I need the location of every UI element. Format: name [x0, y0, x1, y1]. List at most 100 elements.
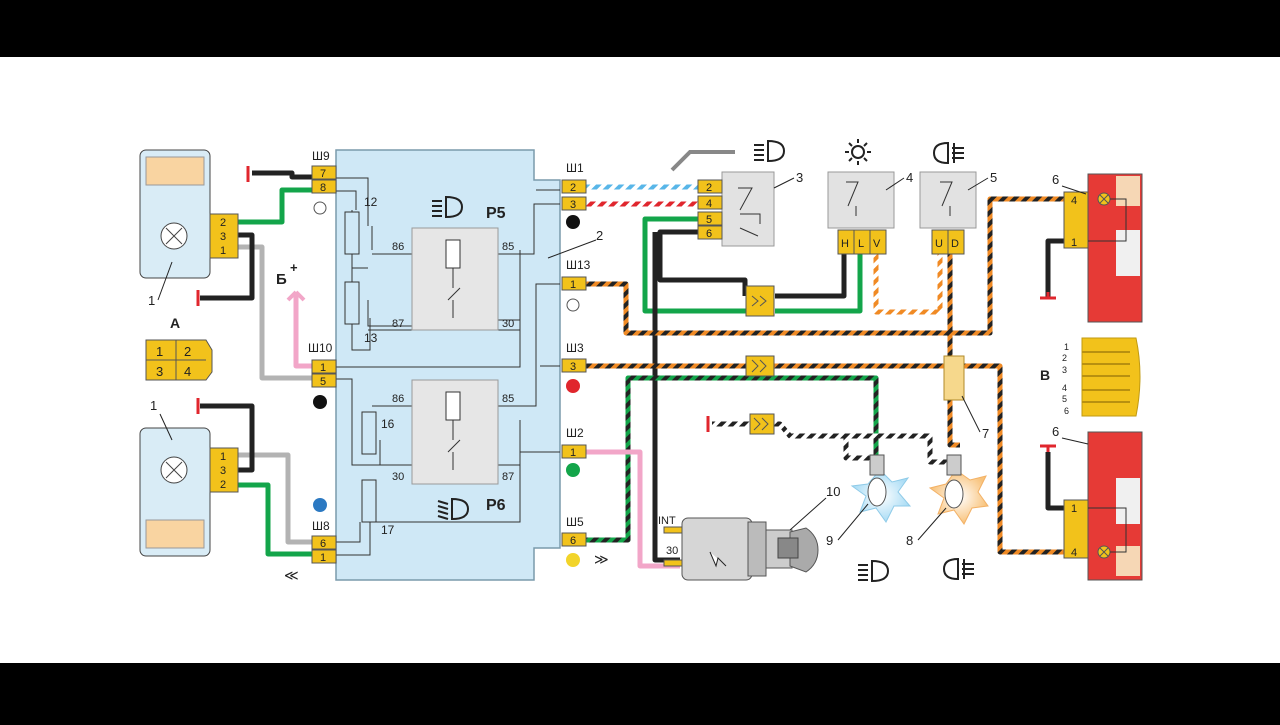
wire-black-tl-bottom [1045, 452, 1064, 511]
bulb-8: 8 [906, 454, 989, 581]
cursor-pointer [709, 551, 727, 568]
callout-5: 5 [990, 170, 997, 185]
headlight-top: 2 3 1 1 [139, 149, 239, 308]
wire-black-to-sw4 [775, 254, 847, 299]
block-sh9-label: Ш9 [312, 149, 330, 163]
wire-green-top [238, 187, 312, 225]
pin-label: 1 [320, 552, 326, 564]
callout-9: 9 [826, 533, 833, 548]
fuse-16-label: 16 [381, 417, 395, 431]
block-sh5-label: Ш5 [566, 515, 584, 529]
wire-white-black-2 [846, 433, 954, 465]
connector-v-label: В [1040, 367, 1050, 383]
block-sh3-label: Ш3 [566, 341, 584, 355]
switch-stalk [670, 150, 735, 172]
pin-label: H [841, 238, 849, 250]
relay-p5: 86 85 87 30 P5 [392, 195, 514, 331]
bulb-9: 9 [826, 454, 912, 583]
low-beam-icon [432, 195, 464, 219]
pin-label: 3 [220, 231, 226, 243]
pin-label: 2 [220, 217, 226, 229]
connector-v-pin: 2 [1062, 353, 1067, 363]
wire-black-ground-bottom [200, 403, 255, 473]
pin-label: 2 [706, 182, 712, 194]
connector-a-pin: 4 [184, 364, 191, 379]
wire-green-to-sw4 [775, 254, 863, 314]
pin-label: 5 [320, 376, 326, 388]
wire-orange-black-top [586, 196, 1064, 336]
pin-label: 1 [320, 362, 326, 374]
wire-black-tl-top [1045, 238, 1064, 298]
color-dot-yellow [566, 553, 580, 567]
pin-label: 1 [1071, 237, 1077, 249]
connector-a-label: А [170, 315, 180, 331]
pin-label: 3 [570, 199, 576, 211]
pin-label: 7 [320, 168, 326, 180]
callout-6-bottom: 6 [1052, 424, 1059, 439]
ground-icon [196, 166, 1056, 452]
low-beam-icon [437, 497, 470, 521]
battery-label: Б [276, 271, 287, 288]
fuse-7: 7 [943, 355, 989, 441]
block-sh1-label: Ш1 [566, 161, 584, 175]
callout-leader [157, 261, 173, 301]
tail-light-bottom: 1 4 6 [1052, 424, 1143, 581]
pin-label: 5 [706, 214, 712, 226]
switch-5: U D 5 [919, 141, 997, 255]
callout-8: 8 [906, 533, 913, 548]
connector-v-pin: 6 [1064, 406, 1069, 416]
pin-label: U [935, 238, 943, 250]
callout-10: 10 [826, 484, 840, 499]
relay-p5-pin-85: 85 [502, 241, 514, 253]
callout-leader [1061, 185, 1087, 195]
pin-label: 3 [220, 465, 226, 477]
ignition-30-label: 30 [666, 545, 678, 557]
callout-leader [789, 497, 827, 531]
callout-1-top: 1 [148, 293, 155, 308]
sun-light-icon [845, 139, 871, 165]
pin-label: 6 [570, 535, 576, 547]
connector-v: В 1 2 3 4 5 6 [1040, 337, 1141, 417]
pin-label: 4 [1071, 195, 1077, 207]
connector-v-pin: 3 [1062, 365, 1067, 375]
pin-label: 8 [320, 182, 326, 194]
relay-p6-pin-87: 87 [502, 471, 514, 483]
wire-green-black-sh5 [586, 375, 879, 543]
callout-leader [967, 177, 989, 191]
pin-label: D [951, 238, 959, 250]
inline-connectors [745, 285, 775, 435]
connector-a-pin: 2 [184, 344, 191, 359]
fuse-12-label: 12 [364, 195, 378, 209]
callout-leader [917, 507, 947, 541]
callout-2: 2 [596, 228, 603, 243]
connector-v-pin: 4 [1062, 383, 1067, 393]
battery-plus-sign: + [290, 260, 298, 275]
rear-fog-icon [932, 141, 964, 165]
switch-4: H L V 4 [827, 139, 913, 255]
color-dot-black [313, 395, 327, 409]
pin-label: 3 [570, 361, 576, 373]
color-dot-red [566, 379, 580, 393]
fuse-17 [361, 479, 377, 523]
color-dot-green [566, 463, 580, 477]
relay-p6-pin-86: 86 [392, 393, 404, 405]
connector-a-pin: 3 [156, 364, 163, 379]
low-beam-icon [858, 559, 890, 583]
connector-a: А 1 2 3 4 [145, 315, 213, 381]
pin-label: 6 [320, 538, 326, 550]
pin-label: 4 [706, 198, 712, 210]
relay-p5-pin-30: 30 [502, 318, 514, 330]
color-dot-black [566, 215, 580, 229]
pin-label: 1 [570, 447, 576, 459]
pin-label: 1 [570, 279, 576, 291]
wire-black-sh9 [252, 170, 312, 180]
left-blocks: Ш9 7 8 Ш10 1 5 Ш8 6 1 ≪ [284, 149, 337, 583]
wire-pink-bplus [293, 292, 312, 369]
wire-black-ground-top [200, 232, 255, 301]
wire-green-bottom [238, 482, 312, 557]
callout-2-leader [547, 239, 597, 259]
pin-label: 2 [220, 479, 226, 491]
fuse-17-label: 17 [381, 523, 395, 537]
